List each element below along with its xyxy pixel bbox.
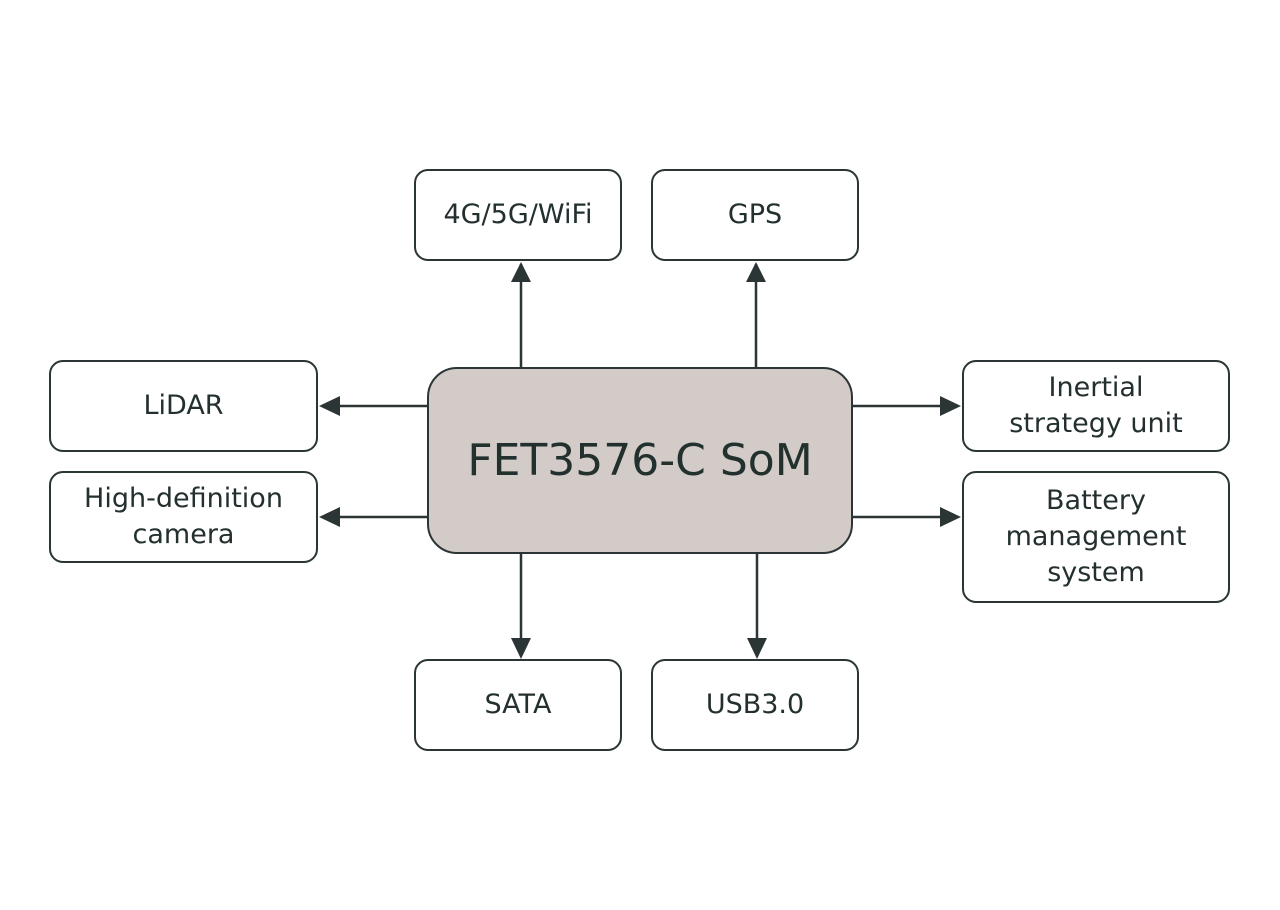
node-battery-label: Battery management system (1005, 485, 1187, 588)
arrow-to-battery (940, 507, 961, 527)
node-wireless: 4G/5G/WiFi (414, 169, 622, 261)
arrow-to-camera (319, 507, 340, 527)
node-battery: Battery management system (962, 471, 1230, 603)
node-gps-label: GPS (727, 199, 783, 230)
arrow-to-usb (747, 638, 767, 659)
node-inertial: Inertial strategy unit (962, 360, 1230, 452)
node-wireless-label: 4G/5G/WiFi (443, 199, 593, 230)
node-inertial-label: Inertial strategy unit (1009, 372, 1183, 439)
node-camera: High-definition camera (49, 471, 318, 563)
center-node-som: FET3576-C SoM (427, 367, 853, 554)
node-usb: USB3.0 (651, 659, 859, 751)
node-gps: GPS (651, 169, 859, 261)
arrow-to-sata (511, 638, 531, 659)
node-sata-label: SATA (484, 689, 552, 720)
node-usb-label: USB3.0 (705, 689, 805, 720)
node-lidar-label: LiDAR (143, 390, 224, 421)
arrow-to-lidar (319, 396, 340, 416)
node-camera-label: High-definition camera (84, 483, 283, 550)
node-lidar: LiDAR (49, 360, 318, 452)
center-node-label: FET3576-C SoM (467, 434, 813, 486)
node-sata: SATA (414, 659, 622, 751)
arrow-to-gps (746, 262, 766, 282)
arrow-to-inertial (940, 396, 961, 416)
arrow-to-wireless (511, 262, 531, 282)
